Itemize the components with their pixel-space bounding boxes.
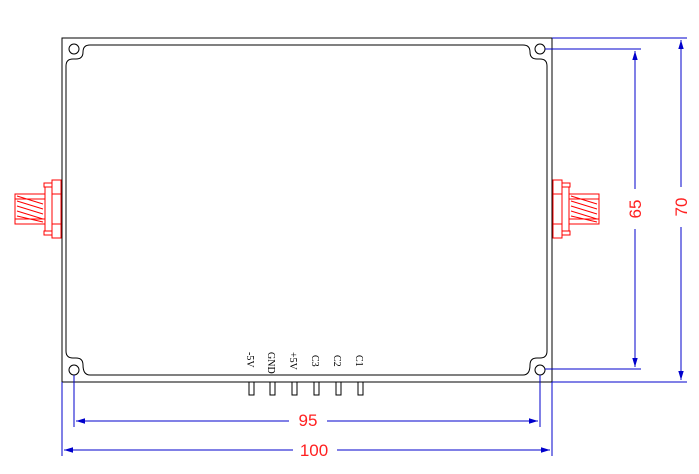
dimension-overall-height — [552, 37, 687, 383]
dimension-label-95: 95 — [299, 411, 318, 430]
pin-labels: -5V GND +5V C3 C2 C1 — [244, 352, 364, 374]
pin-label-plus-5v: +5V — [287, 352, 298, 371]
pin-lead — [291, 381, 298, 396]
pin-lead — [248, 381, 255, 396]
housing-outer-outline — [61, 37, 553, 383]
right-connector-icon — [552, 179, 600, 239]
pin-lead — [269, 381, 276, 396]
pin-lead — [357, 381, 364, 396]
dimension-label-70: 70 — [672, 198, 691, 217]
pin-lead — [313, 381, 320, 396]
pin-label-c3: C3 — [309, 355, 320, 367]
pin-label-minus-5v: -5V — [244, 352, 255, 368]
mounting-hole-bottom-right — [534, 364, 546, 376]
pin-label-c2: C2 — [331, 355, 342, 367]
pin-label-gnd: GND — [265, 352, 276, 374]
mounting-hole-top-left — [68, 43, 80, 55]
mounting-hole-bottom-left — [68, 364, 80, 376]
dimension-label-65: 65 — [626, 200, 645, 219]
pin-lead — [335, 381, 342, 396]
dimension-label-100: 100 — [300, 441, 328, 460]
pin-label-c1: C1 — [353, 355, 364, 367]
housing-inner-outline — [65, 44, 548, 376]
left-connector-icon — [14, 179, 62, 239]
mounting-hole-top-right — [534, 43, 546, 55]
module-body — [61, 37, 553, 383]
pin-leads — [248, 381, 364, 396]
